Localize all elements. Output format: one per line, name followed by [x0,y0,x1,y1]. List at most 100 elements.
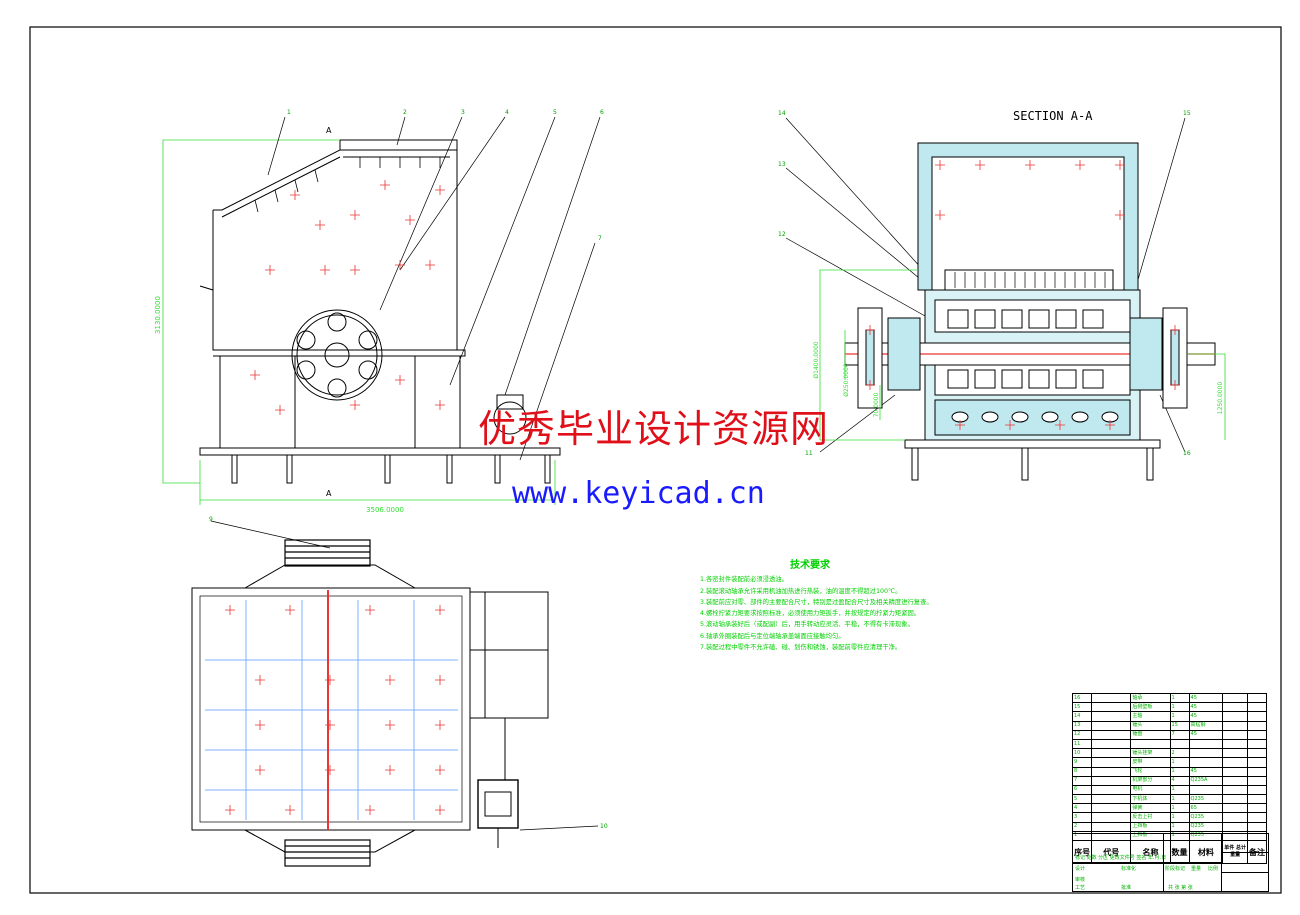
centre-mark [935,210,945,220]
centre-marks [225,160,1180,815]
svg-text:10: 10 [600,823,608,830]
centre-mark [435,400,445,410]
centre-mark [435,605,445,615]
svg-text:14: 14 [778,110,786,117]
tech-item: 3.装配前应对零、部件的主要配合尺寸，特别是过盈配合尺寸及相关精度进行复查。 [700,598,933,606]
tech-item: 4.螺栓拧紧力矩要求按照标准，必须使用力矩扳手，并按规定的拧紧力矩紧固。 [700,610,921,618]
centre-mark [1075,160,1085,170]
front-dimension-lines [162,139,556,505]
centre-mark [265,265,275,275]
tech-item: 5.滚动轴承装好后（或配副）后，用手转动应灵活、平稳，不得有卡滞现象。 [700,621,914,629]
centre-mark [1115,210,1125,220]
dim-shaft-len: 70.0000 [873,392,880,417]
centre-mark [1005,420,1015,430]
plan-view [191,539,549,867]
watermark-url: www.keyicad.cn [512,476,765,511]
centre-mark [435,185,445,195]
centre-mark [350,400,360,410]
dim-flywheel-dia: Ø1400.0000 [813,341,820,378]
centre-mark [285,805,295,815]
svg-text:9: 9 [209,516,213,523]
centre-mark [435,675,445,685]
centre-mark [275,405,285,415]
svg-text:13: 13 [778,161,786,168]
centre-mark [315,220,325,230]
centre-mark [1115,160,1125,170]
centre-mark [255,765,265,775]
svg-text:2: 2 [403,109,407,116]
centre-mark [325,675,335,685]
dim-height-front: 3130.0000 [154,296,162,334]
svg-text:4: 4 [505,109,509,116]
centre-mark [365,605,375,615]
centre-mark [405,215,415,225]
centre-mark [1105,420,1115,430]
centre-mark [385,720,395,730]
centre-mark [380,180,390,190]
centre-mark [385,765,395,775]
centre-mark [1170,380,1180,390]
title-block: 标记 处数 分区 更改文件号 签名 年.月.日 设计 标准化 审核 工艺 批准 … [1072,833,1269,892]
centre-mark [350,210,360,220]
centre-mark [435,765,445,775]
centre-mark [425,260,435,270]
centre-mark [1055,420,1065,430]
tech-item: 2.装配滚动轴承允许采用机油加热进行热装，油的温度不得超过100℃。 [700,587,902,595]
centre-mark [435,720,445,730]
centre-mark [325,765,335,775]
watermark-cn: 优秀毕业设计资源网 [478,407,830,451]
svg-text:6: 6 [600,109,604,116]
svg-text:12: 12 [778,231,786,238]
svg-text:5: 5 [553,109,557,116]
svg-text:3: 3 [461,109,465,116]
centre-mark [435,805,445,815]
svg-text:1: 1 [287,109,291,116]
tech-requirements: 技术要求 1.各密封件装配前必须浸透油。 2.装配滚动轴承允许采用机油加热进行热… [700,560,933,653]
svg-text:16: 16 [1183,450,1191,457]
centre-mark [225,805,235,815]
centre-mark [255,720,265,730]
tech-item: 7.装配过程中零件不允许磕、碰、划伤和锈蚀，装配前零件应清理干净。 [700,644,902,652]
centre-mark [225,605,235,615]
centre-mark [865,380,875,390]
section-label: SECTION A-A [1013,109,1093,123]
view-marker-bottom: A [326,489,332,498]
front-view [199,139,561,484]
svg-text:15: 15 [1183,110,1191,117]
centre-mark [290,190,300,200]
centre-mark [325,720,335,730]
centre-mark [350,265,360,275]
tech-title: 技术要求 [790,560,830,571]
section-dimension-lines [819,269,1226,441]
centre-mark [385,675,395,685]
svg-text:7: 7 [598,235,602,242]
tech-item: 1.各密封件装配前必须浸透油。 [700,576,788,584]
section-view [844,142,1216,481]
dim-height-section: 1250.0000 [1217,382,1224,415]
centre-mark [320,265,330,275]
centre-mark [935,160,945,170]
dim-width-front: 3506.0000 [366,506,404,514]
centre-mark [395,260,405,270]
centre-mark [250,370,260,380]
view-marker-top: A [326,126,332,135]
centre-mark [255,675,265,685]
tech-item: 6.轴承外圈装配后与定位端轴承盖端面应接触均匀。 [700,632,845,640]
dim-shaft-dia: Ø250.0000 [843,363,850,397]
centre-mark [285,605,295,615]
centre-mark [1025,160,1035,170]
svg-text:11: 11 [805,450,813,457]
